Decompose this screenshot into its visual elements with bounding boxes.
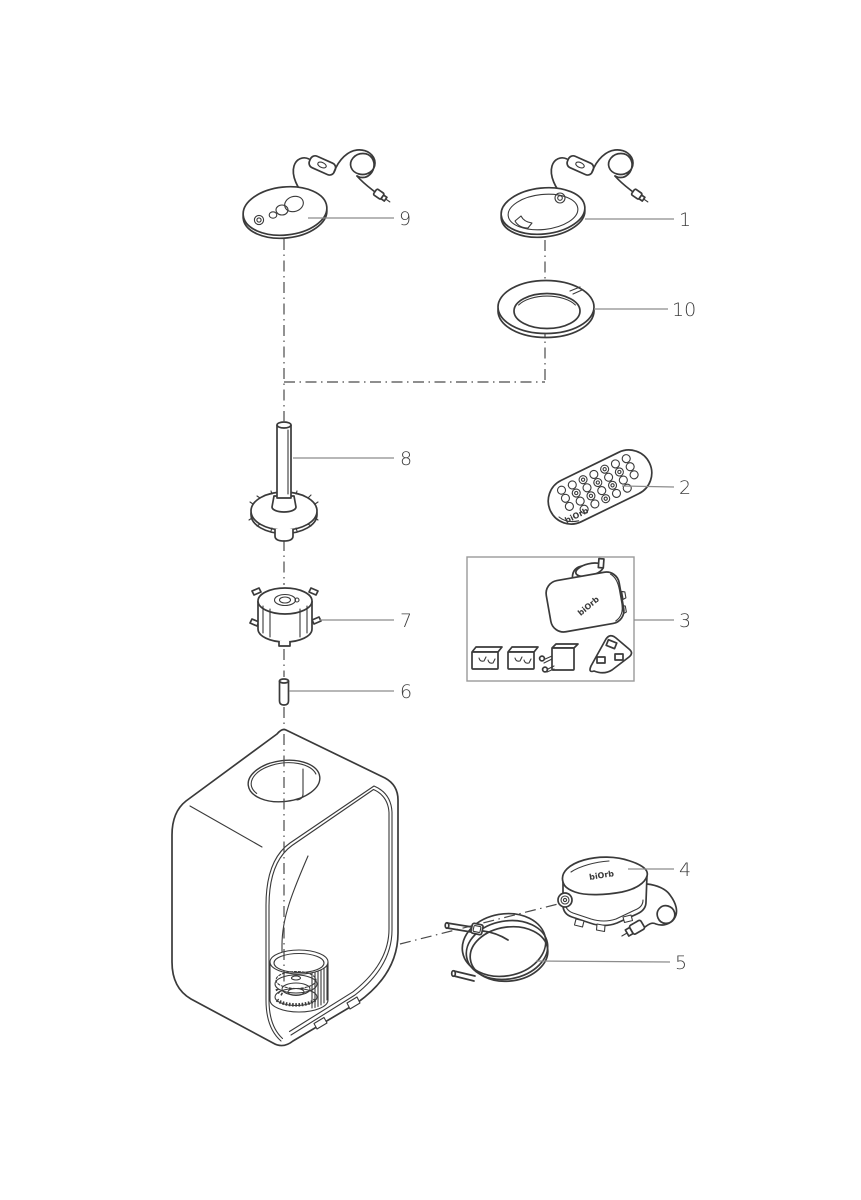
part-6-label: 6	[400, 681, 412, 703]
reflection-line	[189, 805, 263, 848]
part-10-ring	[497, 279, 595, 339]
pump-brand-text: biOrb	[589, 869, 615, 882]
tube-connector	[470, 922, 484, 936]
part-labels: 9 1 10 8 2 3 7 6 4 5	[289, 208, 696, 974]
lid-notch	[514, 215, 533, 229]
part-10-label: 10	[672, 299, 696, 321]
remote-buttons	[556, 454, 639, 514]
part-7-label: 7	[400, 610, 412, 632]
tank-base-tab	[346, 996, 361, 1010]
part-5-air-tube	[444, 912, 549, 983]
part-1-light-lid	[500, 149, 651, 239]
power-cable	[292, 149, 391, 203]
inline-switch	[308, 154, 337, 176]
part-7-pump-cap	[249, 587, 322, 647]
kit-box	[466, 556, 635, 682]
plug-us-2	[507, 646, 539, 670]
pump-nozzle	[557, 892, 573, 908]
plug-eu	[538, 643, 579, 673]
bubble-logo	[284, 195, 304, 213]
tank-filter-unit	[269, 949, 329, 1013]
power-adapter: biOrb	[545, 557, 627, 633]
part-8-label: 8	[400, 448, 412, 470]
part-4-air-pump: biOrb	[557, 856, 678, 937]
tank-base-tab	[313, 1016, 328, 1030]
tank-top-hole	[247, 759, 321, 803]
tank-body	[171, 728, 399, 1047]
part-9-label: 9	[399, 208, 411, 230]
part-6-pin	[278, 678, 290, 706]
part-1-label: 1	[679, 209, 691, 231]
pump-plug	[621, 919, 646, 937]
part-5-label: 5	[675, 952, 687, 974]
part-4-label: 4	[679, 859, 691, 881]
plug-uk	[589, 634, 633, 674]
part-3-label: 3	[679, 610, 691, 632]
part-3-power-adapter-kit: biOrb	[466, 556, 635, 682]
part-9-light-lid	[242, 149, 391, 240]
part-8-bubble-tube	[248, 421, 319, 542]
plug-tip	[372, 188, 391, 203]
plug-us-1	[471, 646, 503, 670]
part-2-remote-control: biOrb	[547, 449, 653, 525]
part-2-label: 2	[679, 477, 691, 499]
